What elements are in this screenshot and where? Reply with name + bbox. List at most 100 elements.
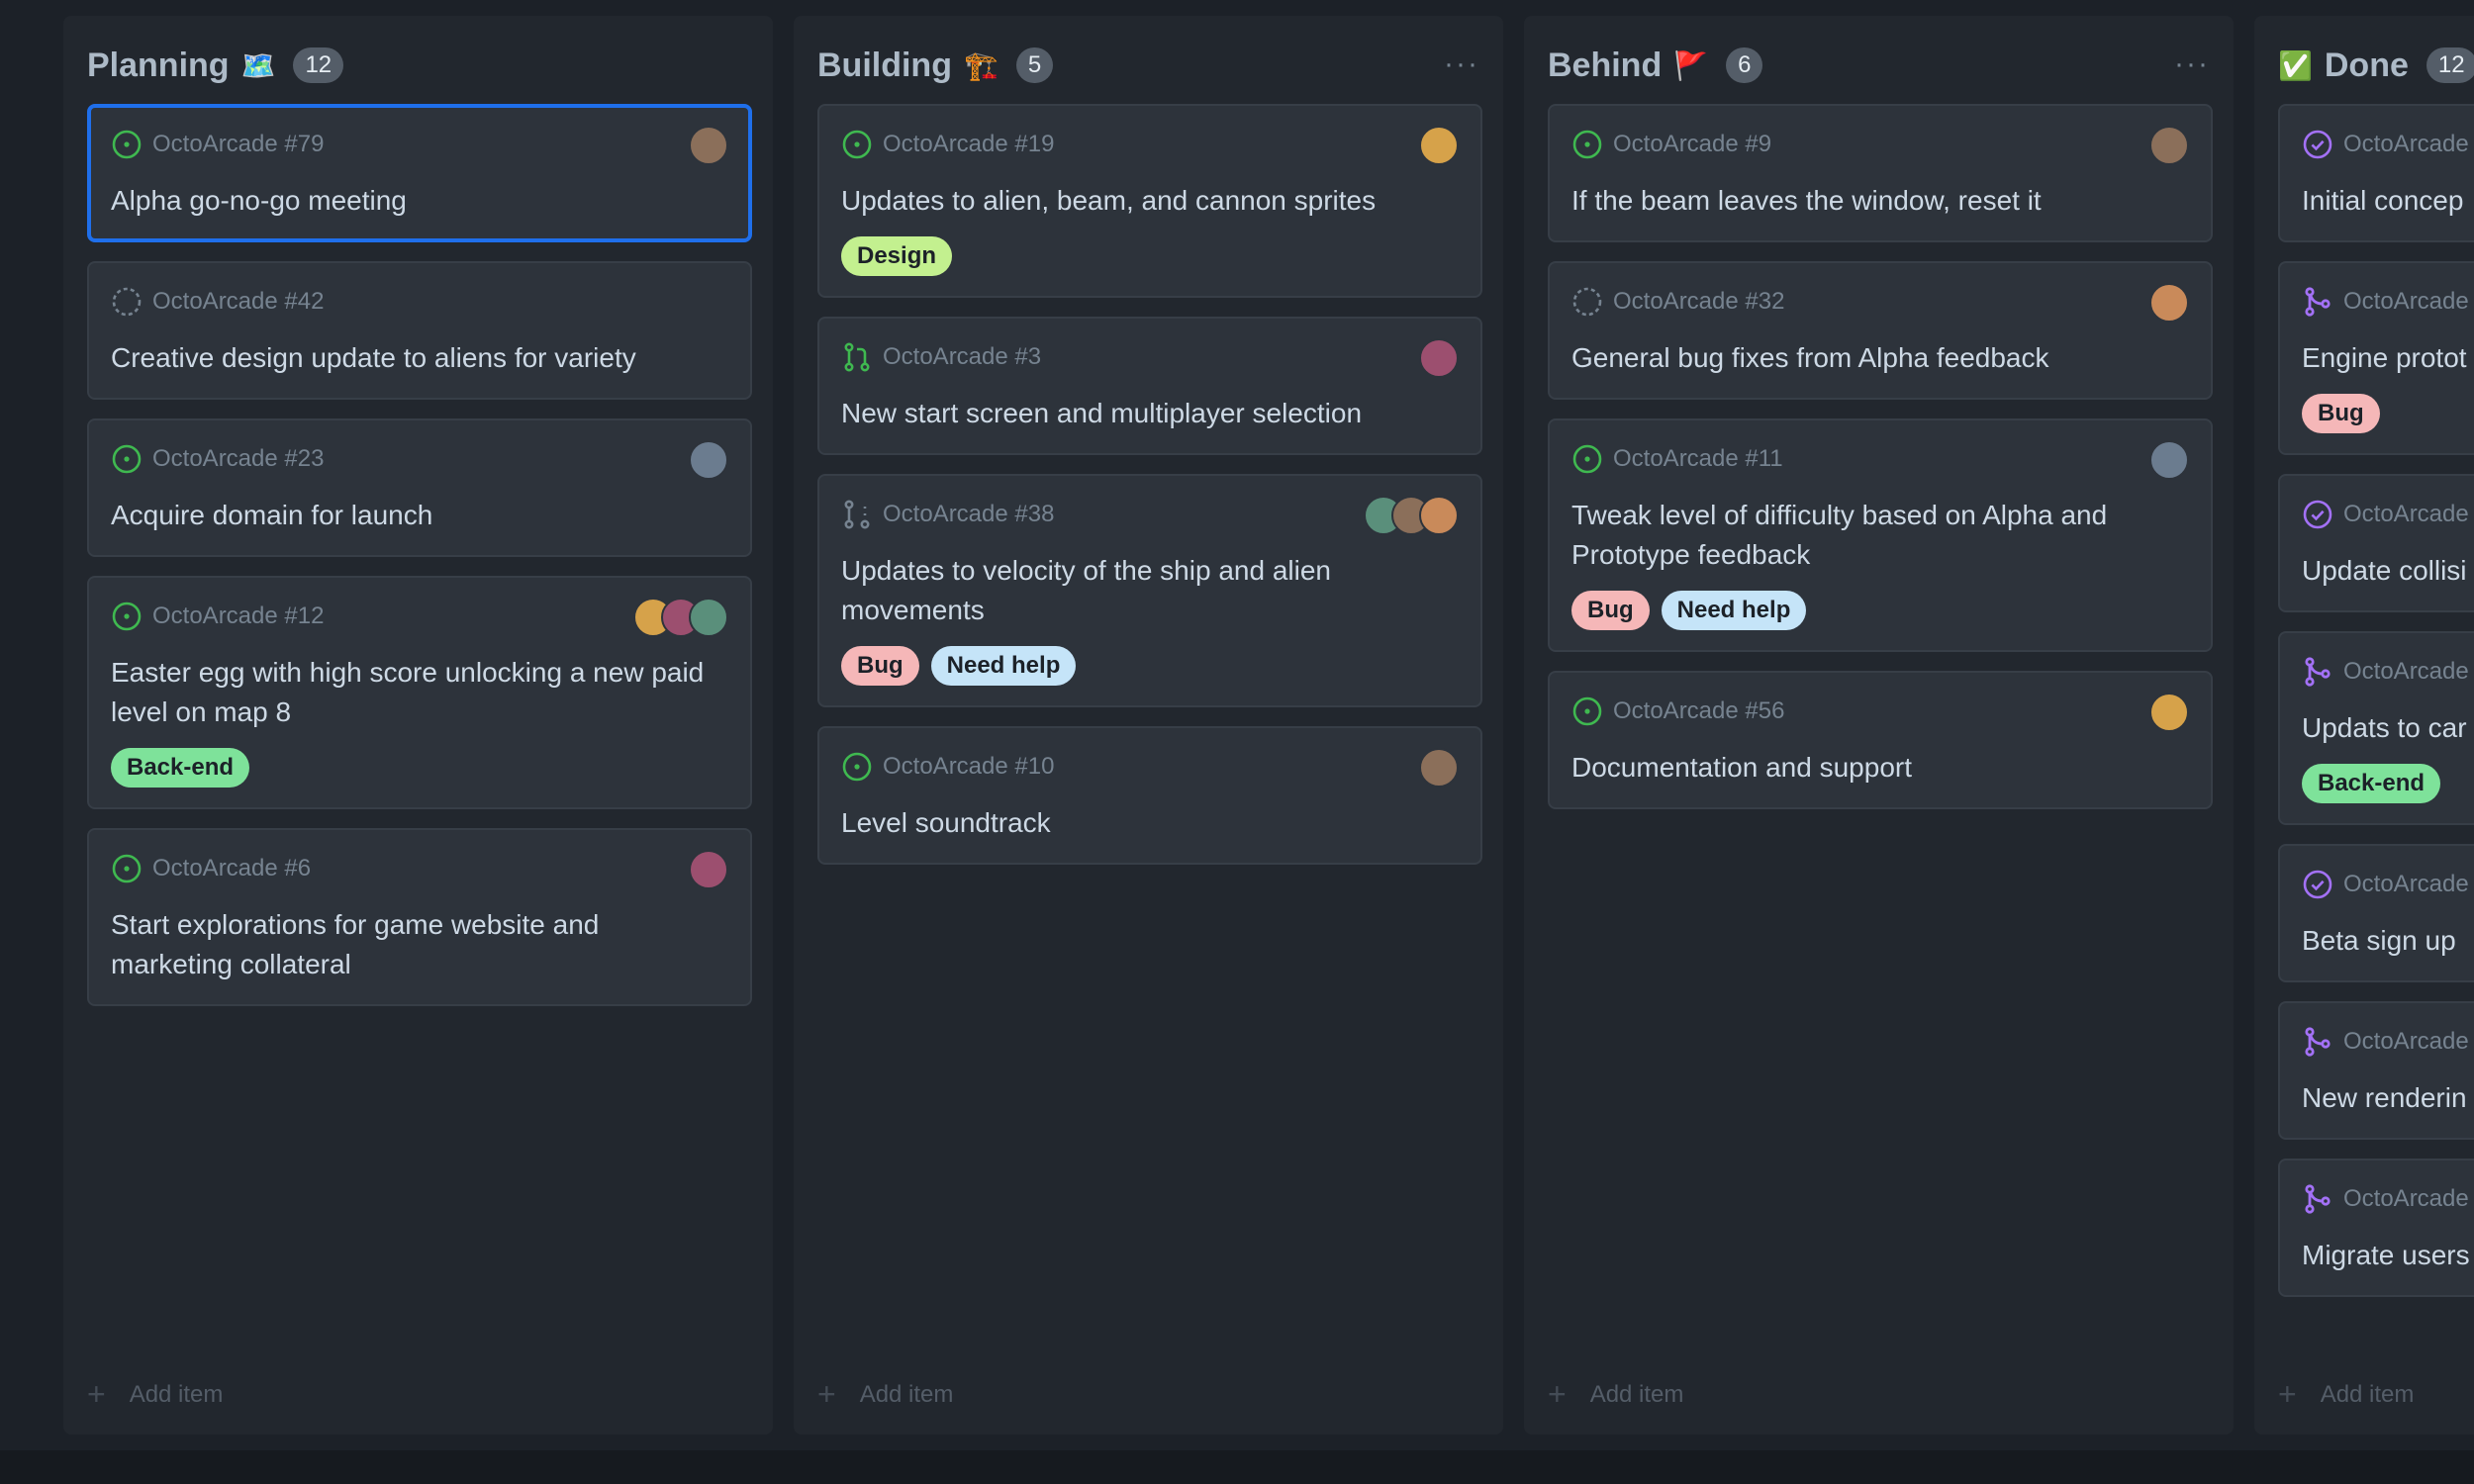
column-menu-button[interactable]: ···: [2174, 47, 2210, 80]
card-item[interactable]: OctoArcade #42 Creative design update to…: [87, 261, 752, 400]
add-item-button[interactable]: +Add item: [1548, 1376, 1683, 1413]
pr-merged-icon: [2302, 1183, 2333, 1215]
card-item[interactable]: OctoArcade #9 If the beam leaves the win…: [1548, 104, 2213, 242]
issue-reference[interactable]: OctoArcade #56: [1613, 697, 1785, 724]
issue-reference[interactable]: OctoArcade: [2343, 658, 2469, 685]
issue-reference[interactable]: OctoArcade #12: [152, 603, 325, 629]
column-header: Planning🗺️12: [87, 46, 749, 85]
card-meta: OctoArcade #32: [1571, 283, 2189, 323]
card-item[interactable]: OctoArcade New renderin: [2278, 1001, 2474, 1140]
avatar[interactable]: [2149, 440, 2189, 480]
add-item-label: Add item: [129, 1380, 224, 1408]
issue-reference[interactable]: OctoArcade #6: [152, 855, 312, 881]
project-board: Planning🗺️12 OctoArcade #79 Alpha go-no-…: [63, 16, 2474, 1435]
card-title[interactable]: General bug fixes from Alpha feedback: [1571, 342, 2049, 373]
issue-reference[interactable]: OctoArcade #3: [883, 343, 1042, 370]
card-item[interactable]: OctoArcade Initial concep: [2278, 104, 2474, 242]
column-title: Done: [2324, 46, 2409, 84]
card-title[interactable]: New start screen and multiplayer selecti…: [841, 398, 1363, 428]
avatar[interactable]: [689, 440, 728, 480]
issue-closed-icon: [2302, 499, 2333, 530]
issue-reference[interactable]: OctoArcade #32: [1613, 288, 1785, 315]
issue-reference[interactable]: OctoArcade #10: [883, 753, 1055, 780]
issue-reference[interactable]: OctoArcade: [2343, 288, 2469, 315]
labels: Back-end: [111, 748, 728, 788]
avatar[interactable]: [689, 850, 728, 889]
card-item[interactable]: OctoArcade #32 General bug fixes from Al…: [1548, 261, 2213, 400]
avatar[interactable]: [689, 598, 728, 637]
card-item[interactable]: OctoArcade #19 Updates to alien, beam, a…: [817, 104, 1482, 298]
issue-closed-icon: [2302, 869, 2333, 900]
card-title[interactable]: Alpha go-no-go meeting: [111, 185, 407, 216]
card-title[interactable]: If the beam leaves the window, reset it: [1571, 185, 2042, 216]
add-item-button[interactable]: +Add item: [2278, 1376, 2414, 1413]
card-title[interactable]: Engine protot: [2302, 342, 2467, 373]
card-title[interactable]: Initial concep: [2302, 185, 2464, 216]
avatar[interactable]: [2149, 283, 2189, 323]
card-item[interactable]: OctoArcade #3 New start screen and multi…: [817, 317, 1482, 455]
avatar[interactable]: [1419, 496, 1459, 535]
column-planning: Planning🗺️12 OctoArcade #79 Alpha go-no-…: [63, 16, 773, 1435]
card-title[interactable]: Updats to car: [2302, 712, 2467, 743]
card-item[interactable]: OctoArcade #56 Documentation and support: [1548, 671, 2213, 809]
issue-reference[interactable]: OctoArcade #11: [1613, 445, 1783, 472]
card-title[interactable]: Start explorations for game website and …: [111, 909, 600, 979]
issue-reference[interactable]: OctoArcade #79: [152, 131, 325, 157]
assignees: [633, 598, 728, 637]
issue-reference[interactable]: OctoArcade: [2343, 501, 2469, 527]
card-item[interactable]: OctoArcade #79 Alpha go-no-go meeting: [87, 104, 752, 242]
assignees: [689, 126, 728, 165]
avatar[interactable]: [1419, 748, 1459, 788]
card-title[interactable]: New renderin: [2302, 1082, 2467, 1113]
card-title[interactable]: Updates to alien, beam, and cannon sprit…: [841, 185, 1377, 216]
issue-reference[interactable]: OctoArcade: [2343, 1028, 2469, 1055]
card-title[interactable]: Beta sign up: [2302, 925, 2456, 956]
card-item[interactable]: OctoArcade #6 Start explorations for gam…: [87, 828, 752, 1006]
label-bug[interactable]: Bug: [2302, 394, 2380, 433]
avatar[interactable]: [1419, 126, 1459, 165]
avatar[interactable]: [689, 126, 728, 165]
card-title[interactable]: Level soundtrack: [841, 807, 1051, 838]
avatar[interactable]: [2149, 126, 2189, 165]
card-title[interactable]: Acquire domain for launch: [111, 500, 433, 530]
issue-reference[interactable]: OctoArcade: [2343, 131, 2469, 157]
label-need-help[interactable]: Need help: [930, 646, 1077, 686]
card-title[interactable]: Updates to velocity of the ship and alie…: [841, 555, 1331, 625]
avatar[interactable]: [2149, 693, 2189, 732]
avatar[interactable]: [1419, 338, 1459, 378]
card-title[interactable]: Documentation and support: [1571, 752, 1912, 783]
issue-reference[interactable]: OctoArcade #9: [1613, 131, 1772, 157]
add-item-button[interactable]: +Add item: [817, 1376, 953, 1413]
add-item-button[interactable]: +Add item: [87, 1376, 223, 1413]
issue-reference[interactable]: OctoArcade: [2343, 1185, 2469, 1212]
card-title[interactable]: Tweak level of difficulty based on Alpha…: [1571, 500, 2108, 570]
label-design[interactable]: Design: [841, 236, 953, 276]
card-title[interactable]: Migrate users settings: [2302, 1240, 2474, 1270]
card-item[interactable]: OctoArcade #23 Acquire domain for launch: [87, 418, 752, 557]
issue-reference[interactable]: OctoArcade: [2343, 871, 2469, 897]
card-item[interactable]: OctoArcade Beta sign up: [2278, 844, 2474, 982]
label-back-end[interactable]: Back-end: [2302, 764, 2441, 803]
issue-open-icon: [1571, 129, 1603, 160]
issue-reference[interactable]: OctoArcade #38: [883, 501, 1055, 527]
card-item[interactable]: OctoArcade Update collisi: [2278, 474, 2474, 612]
issue-reference[interactable]: OctoArcade #23: [152, 445, 325, 472]
card-item[interactable]: OctoArcade #38 Updates to velocity of th…: [817, 474, 1482, 707]
card-meta: OctoArcade: [2302, 126, 2474, 163]
card-item[interactable]: OctoArcade #12 Easter egg with high scor…: [87, 576, 752, 809]
label-bug[interactable]: Bug: [1571, 591, 1650, 630]
card-item[interactable]: OctoArcade #10 Level soundtrack: [817, 726, 1482, 865]
card-title[interactable]: Update collisi: [2302, 555, 2467, 586]
column-menu-button[interactable]: ···: [1444, 47, 1479, 80]
card-item[interactable]: OctoArcade Migrate users settings: [2278, 1159, 2474, 1297]
label-need-help[interactable]: Need help: [1661, 591, 1807, 630]
label-bug[interactable]: Bug: [841, 646, 919, 686]
issue-reference[interactable]: OctoArcade #42: [152, 288, 325, 315]
issue-reference[interactable]: OctoArcade #19: [883, 131, 1055, 157]
label-back-end[interactable]: Back-end: [111, 748, 250, 788]
card-item[interactable]: OctoArcade #11 Tweak level of difficulty…: [1548, 418, 2213, 652]
card-title[interactable]: Easter egg with high score unlocking a n…: [111, 657, 705, 727]
card-title[interactable]: Creative design update to aliens for var…: [111, 342, 636, 373]
